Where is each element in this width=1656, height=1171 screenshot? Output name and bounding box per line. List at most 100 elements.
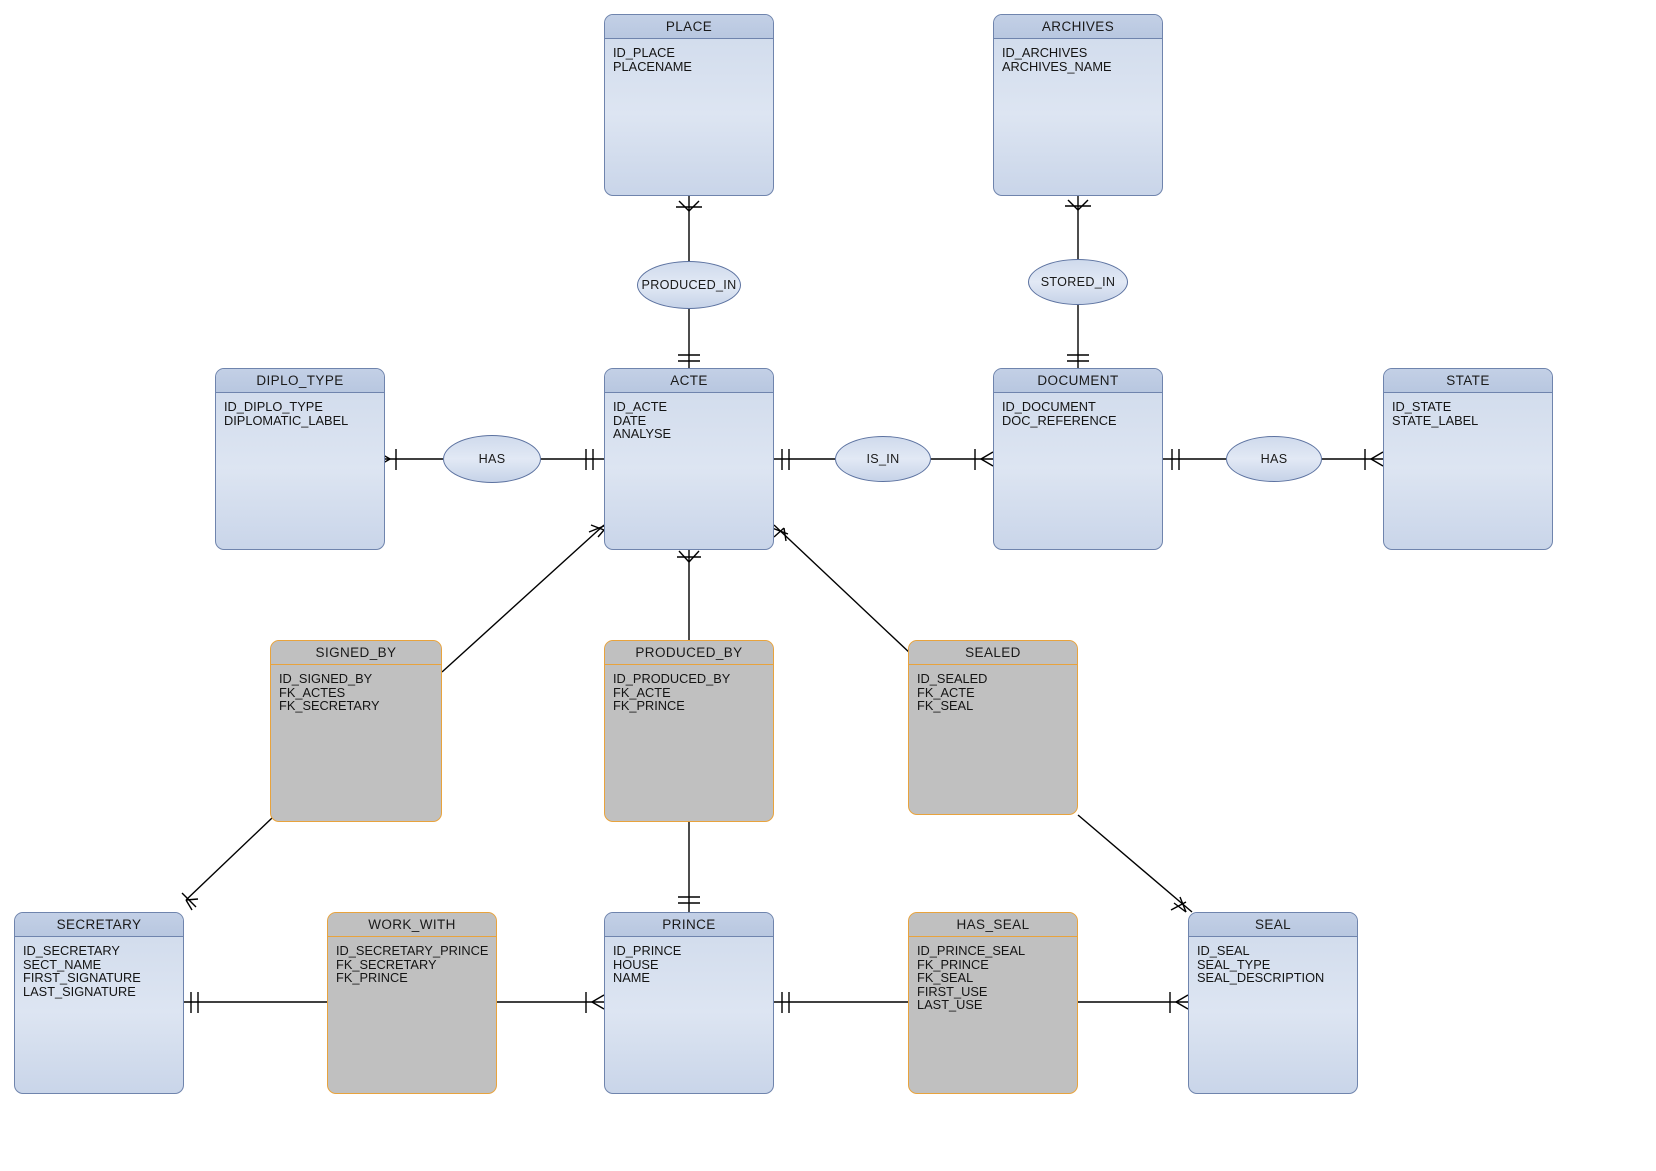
attribute-row: ID_PRINCE	[613, 943, 682, 958]
attribute-row: FK_PRINCE	[336, 970, 408, 986]
attribute-row: SEAL_TYPE	[1197, 956, 1271, 972]
attribute-row: ID_SEAL	[1197, 943, 1250, 958]
entity-title-prince: PRINCE	[605, 913, 773, 937]
attribute-row: ANALYSE	[613, 426, 672, 442]
attribute-row: ID_SEALED	[917, 671, 988, 686]
edge-has-acte	[541, 449, 604, 470]
edge-produced_by-prince	[678, 822, 700, 912]
edge-sealed-seal	[1077, 814, 1193, 913]
entity-title-acte: ACTE	[605, 369, 773, 393]
entity-title-seal: SEAL	[1189, 913, 1357, 937]
attribute-row: ID_PRODUCED_BY	[613, 671, 731, 686]
attribute-row: ID_STATE	[1392, 399, 1452, 414]
edge-produced_in-acte	[678, 309, 700, 368]
relationship-has_state[interactable]: HAS	[1226, 436, 1322, 482]
attribute-row: LAST_SIGNATURE	[23, 983, 136, 999]
attribute-row: SECT_NAME	[23, 956, 102, 972]
attribute-row: FK_SEAL	[917, 970, 974, 986]
edge-acte-sealed	[771, 524, 913, 656]
entity-title-sealed: SEALED	[909, 641, 1077, 665]
edge-diplo_type-has	[377, 449, 443, 470]
attribute-row: LAST_USE	[917, 997, 983, 1013]
attribute-row: ARCHIVES_NAME	[1002, 58, 1112, 74]
attribute-row: FIRST_SIGNATURE	[23, 970, 141, 986]
attribute-row: ID_DIPLO_TYPE	[224, 399, 323, 414]
attribute-row: FK_PRINCE	[917, 956, 989, 972]
entity-title-diplo_type: DIPLO_TYPE	[216, 369, 384, 393]
attribute-row: DOC_REFERENCE	[1002, 412, 1117, 428]
attribute-row: ID_SECRETARY_PRINCE	[336, 943, 489, 958]
edge-acte-is_in	[774, 449, 835, 470]
attribute-row: STATE_LABEL	[1392, 412, 1479, 428]
entity-title-place: PLACE	[605, 15, 773, 39]
edge-has_seal-seal	[1078, 992, 1189, 1013]
entity-title-secretary: SECRETARY	[15, 913, 183, 937]
attribute-row: ID_SECRETARY	[23, 943, 120, 958]
edge-secretary-work_with	[184, 992, 327, 1013]
entity-title-signed_by: SIGNED_BY	[271, 641, 441, 665]
attribute-row: DIPLOMATIC_LABEL	[224, 412, 349, 428]
edge-acte-signed_by	[441, 524, 605, 673]
attribute-row: DATE	[613, 412, 647, 428]
attribute-row: ID_DOCUMENT	[1002, 399, 1096, 414]
attribute-row: FK_ACTE	[917, 684, 975, 700]
attribute-row: ID_ARCHIVES	[1002, 45, 1088, 60]
edge-document-has_state	[1163, 449, 1226, 470]
attribute-row: HOUSE	[613, 956, 659, 972]
edge-has_state-state	[1322, 449, 1384, 470]
entity-title-document: DOCUMENT	[994, 369, 1162, 393]
attribute-row: ID_SIGNED_BY	[279, 671, 373, 686]
relationship-has_diplo[interactable]: HAS	[443, 435, 541, 483]
attribute-row: ID_PRINCE_SEAL	[917, 943, 1026, 958]
edge-place-produced_in	[676, 196, 702, 261]
attribute-row: FK_SECRETARY	[336, 956, 437, 972]
edge-is_in-document	[931, 449, 994, 470]
entity-title-archives: ARCHIVES	[994, 15, 1162, 39]
edge-signed_by-secretary	[181, 817, 273, 911]
attribute-row: PLACENAME	[613, 58, 692, 74]
attribute-row: NAME	[613, 970, 650, 986]
edge-acte-produced_by	[677, 550, 701, 640]
relationship-is_in[interactable]: IS_IN	[835, 436, 931, 482]
attribute-row: SEAL_DESCRIPTION	[1197, 970, 1325, 986]
relationship-stored_in[interactable]: STORED_IN	[1028, 259, 1128, 305]
entity-title-has_seal: HAS_SEAL	[909, 913, 1077, 937]
edge-archives-stored_in	[1065, 196, 1091, 259]
attribute-row: FK_PRINCE	[613, 698, 685, 714]
relationship-produced_in[interactable]: PRODUCED_IN	[637, 261, 741, 309]
attribute-row: FK_SEAL	[917, 698, 974, 714]
attribute-row: FK_ACTE	[613, 684, 671, 700]
edge-work_with-prince	[497, 992, 605, 1013]
edge-stored_in-document	[1067, 305, 1089, 368]
entity-title-produced_by: PRODUCED_BY	[605, 641, 773, 665]
attribute-row: ID_PLACE	[613, 45, 675, 60]
